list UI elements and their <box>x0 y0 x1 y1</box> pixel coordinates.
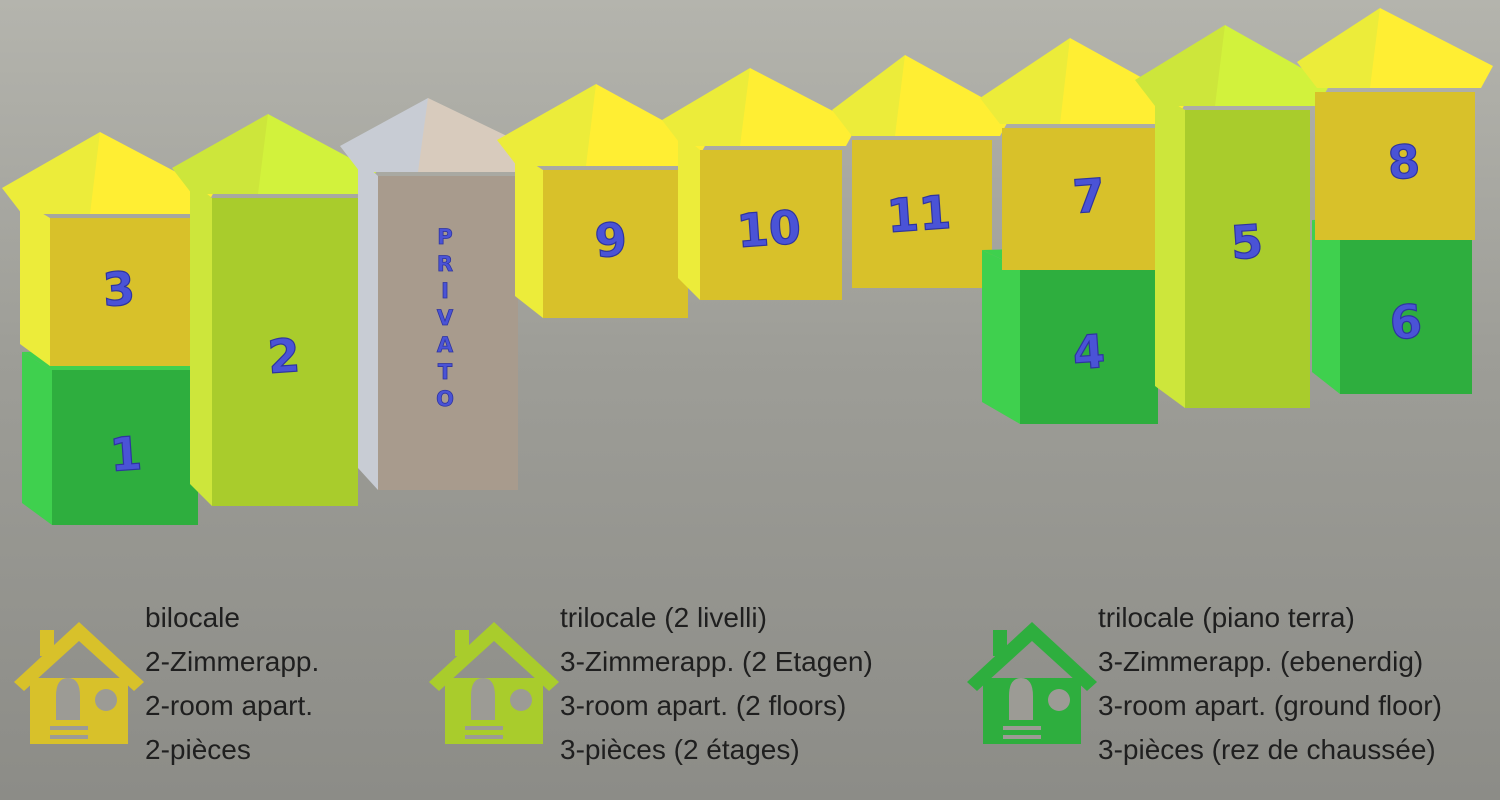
unit-label: 3 <box>101 261 137 317</box>
unit-1: 1 <box>22 348 198 525</box>
unit-front-face <box>378 176 518 490</box>
legend-line: 2-Zimmerapp. <box>145 646 320 677</box>
unit-front-face <box>1020 268 1158 424</box>
legend-line: 3-pièces (rez de chaussée) <box>1098 734 1436 765</box>
unit-front-face <box>700 150 842 300</box>
unit-label-letter: T <box>438 360 453 384</box>
unit-label: 8 <box>1386 134 1422 190</box>
unit-front-face <box>1002 128 1164 270</box>
legend-line: 3-pièces (2 étages) <box>560 734 800 765</box>
unit-front-face <box>1315 92 1475 240</box>
unit-side-face <box>678 132 700 300</box>
unit-front-face <box>52 370 198 525</box>
unit-roof-left <box>832 55 915 136</box>
unit-label-letter: R <box>437 252 453 276</box>
house-icon <box>967 622 1097 744</box>
unit-label: 7 <box>1071 168 1107 224</box>
unit-5: 5 <box>1135 25 1330 408</box>
unit-roof-right <box>895 55 1012 136</box>
unit-label: 4 <box>1071 324 1107 380</box>
unit-side-face <box>358 158 378 490</box>
legend-line: trilocale (piano terra) <box>1098 602 1355 633</box>
unit-4: 4 <box>982 246 1158 424</box>
unit-label: 11 <box>885 185 953 243</box>
unit-front-face <box>1185 110 1310 408</box>
unit-roof-left <box>980 38 1080 124</box>
unit-label-letter: A <box>437 333 454 357</box>
legend-line: 3-Zimmerapp. (2 Etagen) <box>560 646 873 677</box>
unit-roof-right <box>1215 25 1330 106</box>
unit-side-face <box>190 180 212 506</box>
unit-roof-right <box>740 68 858 146</box>
legend-line: bilocale <box>145 602 240 633</box>
house-icon <box>14 622 144 744</box>
unit-front-face <box>50 218 196 366</box>
unit-front-face <box>212 198 358 506</box>
unit-label-letter: I <box>441 279 449 303</box>
unit-11: 11 <box>832 55 1012 288</box>
unit-8: 8 <box>1297 8 1493 240</box>
unit-roof-left <box>172 114 278 194</box>
legend-line: 3-room apart. (2 floors) <box>560 690 847 721</box>
unit-side-face <box>515 152 543 318</box>
unit-roof-left <box>1135 25 1235 106</box>
unit-label: 9 <box>593 212 629 268</box>
unit-roof-right <box>1370 8 1493 88</box>
unit-roof-right <box>90 132 214 214</box>
unit-side-face <box>1312 220 1340 394</box>
unit-label-letter: V <box>437 306 454 330</box>
unit-side-face <box>982 250 1020 424</box>
unit-side-face <box>20 200 50 366</box>
legend-line: trilocale (2 livelli) <box>560 602 767 633</box>
unit-roof-left <box>340 98 438 172</box>
unit-roof-left <box>2 132 110 214</box>
legend-line: 3-Zimmerapp. (ebenerdig) <box>1098 646 1424 677</box>
unit-label: 1 <box>108 426 144 482</box>
unit-roof-left <box>1297 8 1390 88</box>
legend-line: 3-room apart. (ground floor) <box>1098 690 1442 721</box>
unit-label: 10 <box>735 200 803 258</box>
unit-roof-right <box>418 98 536 172</box>
house-icon <box>429 622 559 744</box>
unit-side-face <box>1155 92 1185 408</box>
unit-roof-left <box>497 84 606 166</box>
unit-label: 2 <box>266 328 302 384</box>
unit-side-face <box>22 352 52 525</box>
unit-label: 5 <box>1229 214 1265 270</box>
unit-10: 10 <box>662 68 858 300</box>
unit-9: 9 <box>497 84 706 318</box>
legend-line: 2-room apart. <box>145 690 314 721</box>
legend-line: 2-pièces <box>145 734 251 765</box>
unit-roof-right <box>258 114 376 194</box>
unit-label: 6 <box>1388 294 1424 350</box>
unit-front-face <box>1340 238 1472 394</box>
unit-roof-left <box>662 68 760 146</box>
unit-6: 6 <box>1312 216 1472 394</box>
unit-front-face <box>543 170 688 318</box>
unit-label-letter: O <box>436 387 454 411</box>
unit-label-letter: P <box>437 225 452 249</box>
unit-front-face <box>852 140 992 288</box>
unit-roof-right <box>586 84 706 166</box>
unit-3: 3 <box>2 132 214 366</box>
unit-2: 2 <box>172 114 376 506</box>
